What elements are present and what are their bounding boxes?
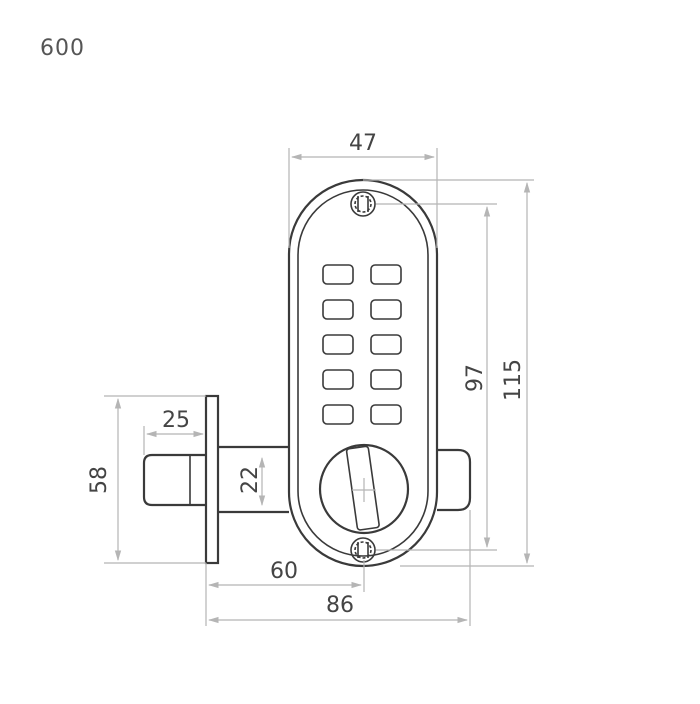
dimension-60-label: 60 (270, 559, 298, 584)
dimension-86-label: 86 (326, 593, 354, 618)
top-screw-icon (350, 191, 376, 217)
latch-stub (437, 448, 472, 512)
dimension-25-label: 25 (162, 408, 190, 433)
dimension-58: 58 (87, 395, 206, 564)
keypad-button (370, 369, 402, 390)
dimension-22: 22 (238, 456, 266, 507)
dimension-115: 115 (363, 179, 534, 567)
lock-body (287, 178, 439, 568)
keypad (322, 264, 402, 425)
model-number: 600 (40, 36, 85, 61)
dimension-47-label: 47 (349, 131, 377, 156)
latch-bolt (142, 453, 206, 507)
bottom-screw-icon (350, 537, 376, 563)
dimension-22-label: 22 (238, 466, 263, 494)
spindle-housing (218, 445, 289, 514)
keypad-button (370, 264, 402, 285)
turn-knob (318, 443, 410, 535)
dimension-60: 60 (205, 559, 365, 626)
lock-body-inner (297, 189, 429, 557)
keypad-button (370, 334, 402, 355)
dimension-86: 86 (207, 510, 471, 626)
dimension-58-label: 58 (87, 466, 112, 494)
keypad-button (370, 404, 402, 425)
keypad-button (322, 334, 354, 355)
lock-body-outer (287, 178, 439, 568)
keypad-button (370, 299, 402, 320)
dimension-97: 97 (376, 203, 497, 551)
face-plate (204, 394, 220, 565)
keypad-button (322, 264, 354, 285)
keypad-button (322, 369, 354, 390)
keypad-button (322, 299, 354, 320)
dimension-115-label: 115 (501, 359, 526, 401)
dimension-97-label: 97 (463, 364, 488, 392)
dimension-47: 47 (288, 131, 438, 248)
dimension-25: 25 (143, 408, 205, 455)
keypad-button (322, 404, 354, 425)
